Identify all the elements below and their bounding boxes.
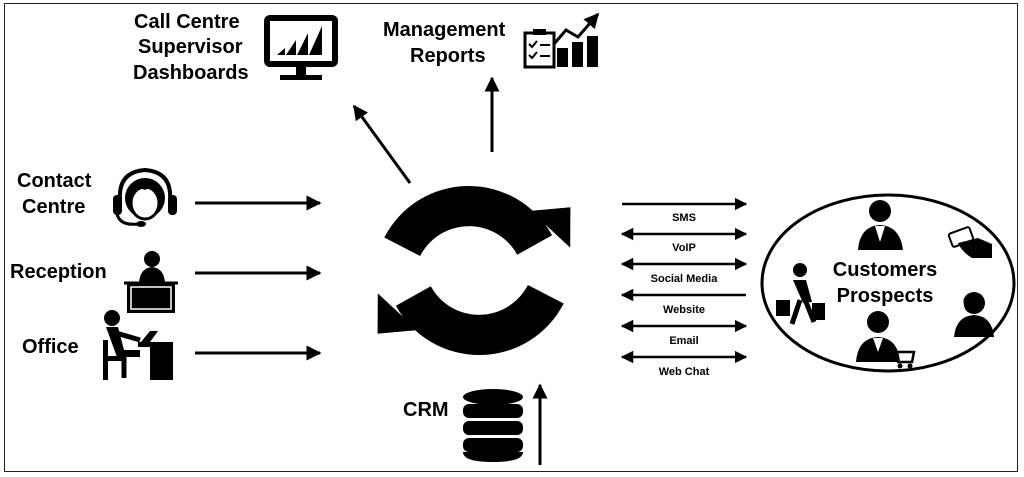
output-dashboards-line3: Dashboards: [133, 62, 249, 84]
card-payment-icon: [947, 226, 992, 258]
shopping-customer-icon: [856, 311, 916, 369]
channel-voip: VoIP: [620, 227, 748, 254]
headset-agent-icon: [113, 167, 177, 227]
phone-caller-icon: [954, 291, 994, 337]
channel-sms-label: SMS: [672, 212, 696, 224]
output-reports-line1: Management: [383, 19, 506, 41]
channel-voip-label: VoIP: [672, 242, 696, 254]
channel-email-label: Email: [669, 335, 698, 347]
source-contact-centre-line2: Centre: [22, 196, 85, 218]
office-worker-icon: [103, 310, 173, 380]
monitor-chart-icon: [264, 15, 338, 80]
output-reports-line2: Reports: [410, 45, 486, 67]
source-contact-centre-line1: Contact: [17, 170, 92, 192]
source-office: Office: [22, 336, 79, 358]
output-dashboards-line1: Call Centre: [134, 11, 240, 33]
channel-website-label: Website: [663, 304, 705, 316]
channel-website: Website: [620, 288, 746, 316]
customers-label: Customers: [833, 259, 937, 281]
channel-social-media-label: Social Media: [651, 273, 719, 285]
reception-desk-icon: [124, 251, 178, 313]
channel-sms: SMS: [622, 197, 748, 224]
diagram-frame: [4, 3, 1018, 472]
database-icon: [463, 389, 523, 462]
sync-cycle-icon: [377, 185, 571, 356]
businessman-icon: [858, 200, 903, 250]
prospects-label: Prospects: [837, 285, 934, 307]
output-dashboards-line2: Supervisor: [138, 36, 243, 58]
crm-label: CRM: [403, 399, 449, 421]
source-reception: Reception: [10, 261, 107, 283]
shopper-walking-icon: [776, 263, 825, 325]
checklist-growth-chart-icon: [523, 12, 600, 69]
channel-web-chat-label: Web Chat: [659, 366, 710, 378]
channel-web-chat: Web Chat: [620, 350, 748, 378]
channel-email: Email: [620, 319, 748, 347]
channel-social-media: Social Media: [620, 257, 748, 285]
